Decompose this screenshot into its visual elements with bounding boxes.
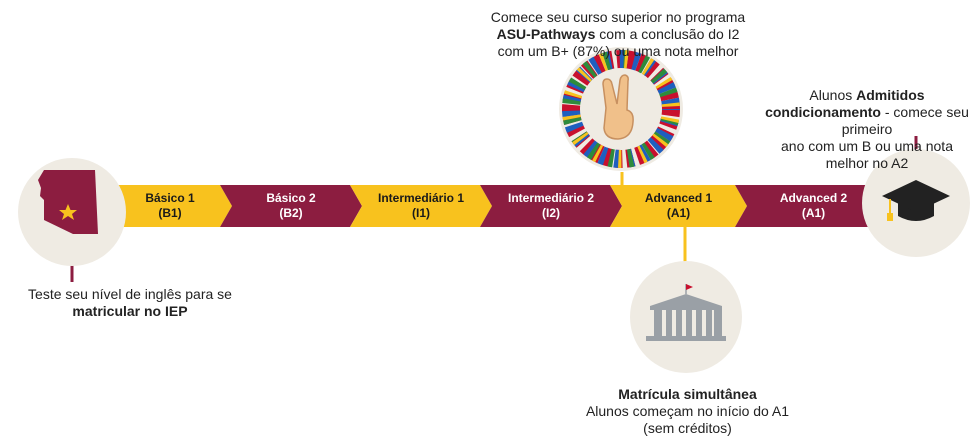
stage-segment <box>610 185 747 227</box>
stage-code: (A1) <box>801 206 826 220</box>
start-note-bold: matricular no IEP <box>72 303 188 319</box>
peace-hand-flags-icon <box>559 47 683 171</box>
stage-label: Básico 1(B1) <box>120 185 220 227</box>
admitted-note-line2: condicionamento - comece seu primeiro <box>765 104 969 137</box>
stage-label: Advanced 2(A1) <box>747 185 880 227</box>
pathways-note-line3: com um B+ (87%) ou uma nota melhor <box>497 43 739 59</box>
pathways-note-line2: ASU-Pathways com a conclusão do I2 <box>496 26 740 42</box>
stage-label: Advanced 1(A1) <box>622 185 735 227</box>
admitted-note: Alunos Admitidos condicionamento - comec… <box>762 87 972 172</box>
stage-segment <box>480 185 622 227</box>
stage-name: Básico 2 <box>266 191 316 205</box>
stage-segment <box>220 185 362 227</box>
pathways-note-line1: Comece seu curso superior no programa <box>490 9 746 25</box>
concurrent-note: Matrícula simultânea Alunos começam no i… <box>555 386 820 437</box>
stage-code: (A1) <box>666 206 691 220</box>
stage-segment <box>735 185 880 227</box>
stage-band <box>108 185 880 227</box>
graduation-cap-icon <box>862 149 970 257</box>
stage-label: Intermediário 1(I1) <box>362 185 480 227</box>
stage-name: Advanced 1 <box>644 191 713 205</box>
admitted-note-line3: ano com um B ou uma nota melhor no A2 <box>781 138 953 171</box>
university-building-icon <box>630 261 742 373</box>
start-note-line1: Teste seu nível de inglês para se <box>28 286 232 302</box>
stage-name: Intermediário 2 <box>507 191 595 205</box>
pathways-note: Comece seu curso superior no programa AS… <box>468 9 768 60</box>
admitted-note-line1: Alunos Admitidos <box>809 87 925 103</box>
concurrent-note-line3: (sem créditos) <box>643 420 732 436</box>
stage-code: (I2) <box>542 206 560 220</box>
stage-code: (B1) <box>158 206 182 220</box>
start-note: Teste seu nível de inglês para se matric… <box>10 286 250 320</box>
stage-label: Básico 2(B2) <box>232 185 350 227</box>
concurrent-note-line2: Alunos começam no início do A1 <box>585 403 790 419</box>
stage-name: Advanced 2 <box>779 191 848 205</box>
stage-segment <box>108 185 232 227</box>
stage-code: (I1) <box>412 206 430 220</box>
stage-label: Intermediário 2(I2) <box>492 185 610 227</box>
concurrent-note-title: Matrícula simultânea <box>618 386 757 402</box>
stage-code: (B2) <box>279 206 303 220</box>
stage-name: Intermediário 1 <box>377 191 465 205</box>
stage-name: Básico 1 <box>145 191 195 205</box>
arizona-map-star-icon <box>18 158 126 266</box>
stage-segment <box>350 185 492 227</box>
